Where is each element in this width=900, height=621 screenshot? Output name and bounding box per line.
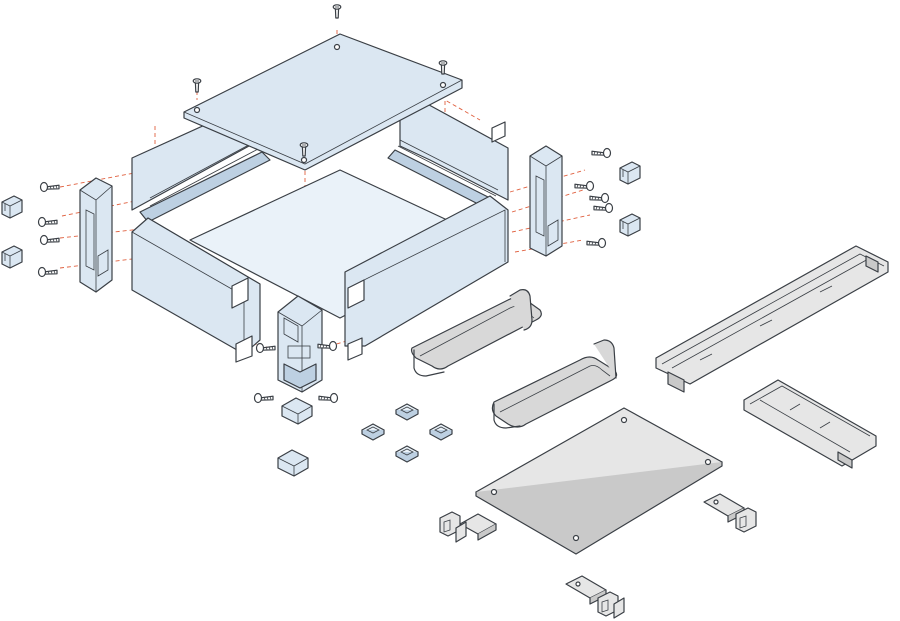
bracket-bottom bbox=[565, 575, 625, 619]
din-rail-long bbox=[655, 245, 889, 393]
enclosure-body bbox=[131, 99, 509, 363]
right-end-cap bbox=[529, 145, 563, 257]
top-cover-panel bbox=[183, 33, 463, 171]
bracket-left bbox=[439, 511, 497, 543]
handle-upper bbox=[410, 289, 542, 377]
left-end-cap bbox=[79, 177, 113, 293]
handle-lower bbox=[491, 339, 618, 429]
din-rail-short bbox=[743, 379, 877, 469]
foot-upper bbox=[281, 397, 313, 425]
foot-lower bbox=[277, 449, 309, 477]
square-caps bbox=[361, 403, 453, 463]
bracket-right bbox=[703, 493, 757, 533]
mounting-plate bbox=[475, 407, 723, 555]
front-corner-block bbox=[277, 295, 323, 393]
